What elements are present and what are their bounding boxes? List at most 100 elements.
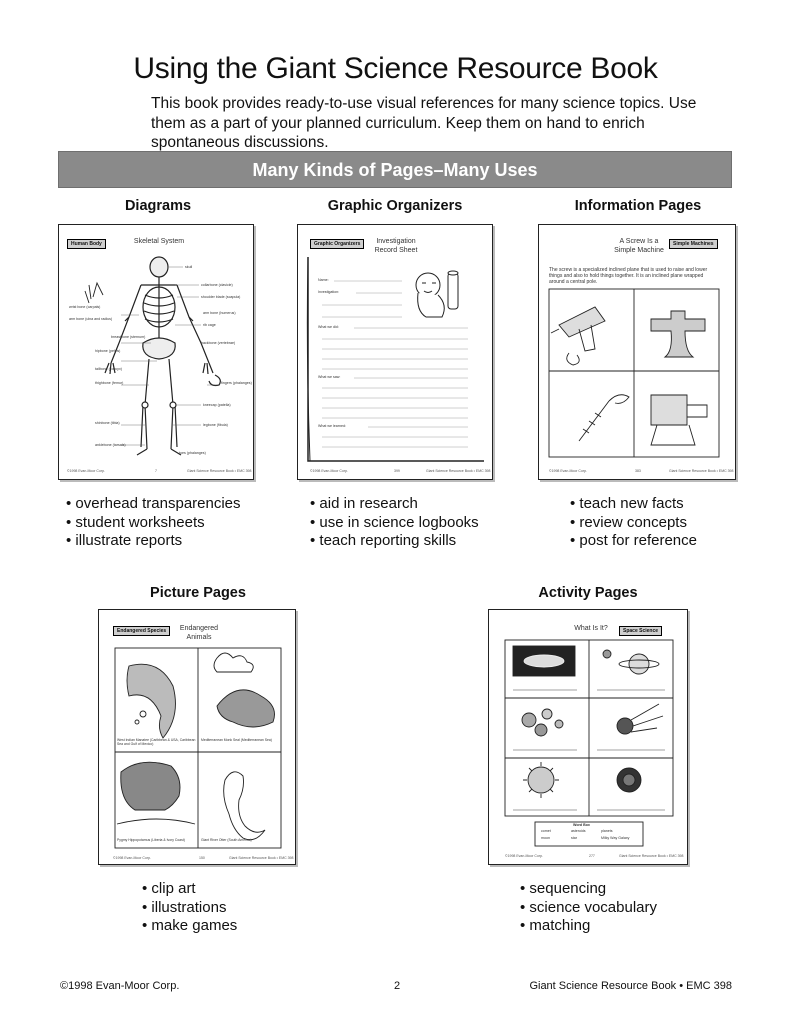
thumb-tag: Space Science [619,626,663,636]
thumb-footer-right: Giant Science Resource Book • EMC 398 [426,469,491,473]
thumb-body-text: The screw is a specialized inclined plan… [549,267,708,285]
word-planets: planets [601,829,613,833]
thumb-footer-right: Giant Science Resource Book • EMC 398 [669,469,734,473]
thumb-tag: Endangered Species [113,626,171,636]
word-asteroids: asteroids [571,829,586,833]
field-investigation: Investigation: [318,290,340,294]
label-tailbone: tailbone (coccyx) [95,367,122,371]
footer-copyright: ©1998 Evan-Moor Corp. [60,980,180,992]
caption-manatee: West Indian Manatee (Caribbean & USA, Ca… [117,738,196,746]
list-item: clip art [142,880,237,899]
thumb-title: What Is It? [574,625,608,632]
thumb-title: Endangered Animals [179,625,219,641]
thumb-tag: Simple Machines [669,239,718,249]
simple-machines-illustration [548,288,720,458]
diagrams-uses-list: overhead transparencies student workshee… [66,495,241,551]
label-breastbone: breastbone (sternum) [111,335,146,339]
thumb-footer-left: ©1998 Evan-Moor Corp. [67,469,105,473]
label-thighbone: thighbone (femur) [95,381,124,385]
label-fingers: fingers (phalanges) [221,381,252,385]
list-item: illustrate reports [66,532,241,551]
label-arm-bone-ulna: arm bone (ulna and radius) [69,317,113,321]
label-shinbone: shinbone (tibia) [95,421,120,425]
page-title: Using the Giant Science Resource Book [133,52,658,85]
list-item: make games [142,917,237,936]
thumb-footer-page: 7 [155,469,157,473]
thumb-footer-right: Giant Science Resource Book • EMC 398 [229,856,294,860]
thumb-title: Skeletal System [133,238,185,245]
skeleton-illustration [84,256,221,456]
word-comet: comet [541,829,551,833]
space-objects-illustration [504,639,674,847]
footer-book-code: Giant Science Resource Book • EMC 398 [529,980,732,992]
list-item: teach new facts [570,495,697,514]
thumb-footer-page: 277 [589,854,595,858]
thumb-footer-left: ©1998 Evan-Moor Corp. [310,469,348,473]
footer-page-number: 2 [393,980,401,992]
word-moon: moon [541,836,550,840]
label-rib-cage: rib cage [203,323,216,327]
pictures-thumbnail: Endangered Species Endangered Animals We… [98,609,296,865]
caption-pygmy-hippo: Pygmy Hippopotamus (Liberia & Ivory Coas… [117,838,185,842]
list-item: aid in research [310,495,479,514]
list-item: science vocabulary [520,899,657,918]
label-arm-bone-humerus: arm bone (humerus) [203,311,236,315]
label-wrist-bone: wrist bone (carpals) [69,305,101,309]
field-what-we-saw: What we saw: [318,375,341,379]
information-uses-list: teach new facts review concepts post for… [570,495,697,551]
lined-worksheet-illustration [306,256,484,462]
organizers-uses-list: aid in research use in science logbooks … [310,495,479,551]
caption-monk-seal: Mediterranean Monk Seal (Mediterranean S… [201,738,272,742]
pictures-uses-list: clip art illustrations make games [142,880,237,936]
field-name: Name: [318,278,329,282]
list-item: post for reference [570,532,697,551]
organizers-thumbnail: Graphic Organizers Investigation Record … [297,224,493,480]
thumb-footer-left: ©1998 Evan-Moor Corp. [505,854,543,858]
field-what-we-did: What we did: [318,325,339,329]
list-item: overhead transparencies [66,495,240,514]
list-item: matching [520,917,657,936]
information-heading: Information Pages [574,198,702,214]
thumb-footer-page: 399 [394,469,400,473]
label-kneecap: kneecap (patella) [203,403,231,407]
label-backbone: backbone (vertebrae) [201,341,236,345]
thumb-footer-right: Giant Science Resource Book • EMC 398 [619,854,684,858]
diagrams-heading: Diagrams [124,198,192,214]
label-shoulder-blade: shoulder blade (scapula) [201,295,241,299]
label-legbone: legbone (fibula) [203,423,228,427]
list-item: illustrations [142,899,237,918]
thumb-footer-page: 150 [199,856,205,860]
endangered-animals-illustration [114,647,282,849]
list-item: teach reporting skills [310,532,479,551]
word-milky-way: Milky Way Galaxy [601,836,630,840]
intro-paragraph: This book provides ready-to-use visual r… [151,95,697,151]
diagrams-thumbnail: Human Body Skeletal System [58,224,254,480]
list-item: use in science logbooks [310,514,478,533]
pictures-heading: Picture Pages [150,585,246,601]
list-item: sequencing [520,880,657,899]
caption-river-otter: Giant River Otter (South America) [201,838,252,842]
thumb-footer-left: ©1998 Evan-Moor Corp. [113,856,151,860]
thumb-tag: Graphic Organizers [310,239,365,249]
label-toes: toes (phalanges) [179,451,206,455]
label-hipbone: hipbone (pelvis) [95,349,121,353]
thumb-footer-page: 383 [635,469,641,473]
information-thumbnail: Simple Machines A Screw Is a Simple Mach… [538,224,736,480]
word-star: star [571,836,577,840]
thumb-footer-right: Giant Science Resource Book • EMC 398 [187,469,252,473]
label-collarbone: collarbone (clavicle) [201,283,233,287]
section-banner: Many Kinds of Pages–Many Uses [58,151,732,188]
organizers-heading: Graphic Organizers [327,198,463,214]
thumb-footer-left: ©1998 Evan-Moor Corp. [549,469,587,473]
list-item: student worksheets [66,514,241,533]
field-what-we-learned: What we learned: [318,424,346,428]
label-anklebone: anklebone (tarsals) [95,443,126,447]
activity-heading: Activity Pages [538,585,638,601]
thumb-tag: Human Body [67,239,106,249]
word-box-title: Word Box [573,823,590,827]
thumb-title: A Screw Is a Simple Machine [614,238,664,254]
activity-uses-list: sequencing science vocabulary matching [520,880,657,936]
list-item: review concepts [570,514,697,533]
label-skull: skull [185,265,193,269]
activity-thumbnail: Space Science What Is It? [488,609,688,865]
